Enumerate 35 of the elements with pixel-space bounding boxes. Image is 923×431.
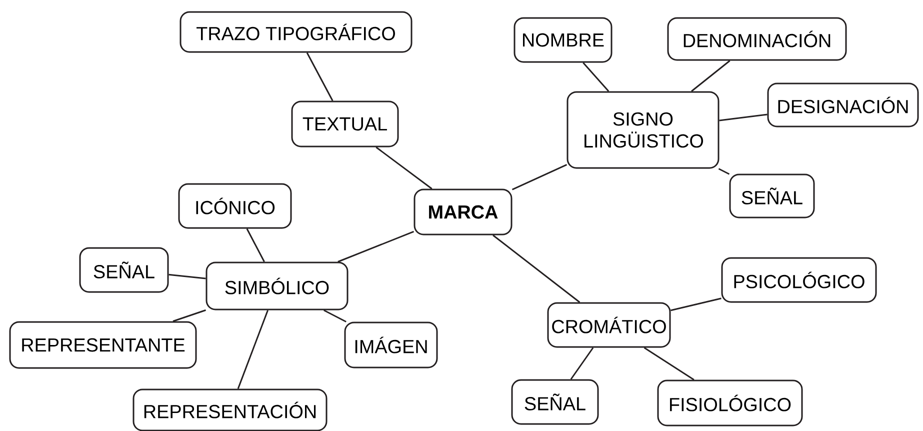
connector-line — [719, 114, 768, 122]
connector-line — [246, 228, 265, 262]
connector-line — [237, 310, 269, 390]
concept-box: DESIGNACIÓN — [767, 82, 919, 128]
concept-box: CROMÁTICO — [547, 302, 671, 348]
connector-line — [492, 234, 580, 303]
connector-line — [582, 62, 610, 92]
connector-line — [324, 310, 346, 322]
connector-line — [376, 146, 432, 190]
concept-box: FISIOLÓGICO — [657, 380, 803, 426]
connector-line — [172, 309, 206, 322]
concept-box: IMÁGEN — [344, 322, 438, 368]
connector-line — [718, 168, 730, 175]
concept-box: SEÑAL — [729, 174, 815, 218]
connector-line — [512, 164, 568, 190]
connector-line — [168, 274, 206, 280]
concept-box: PSICOLÓGICO — [721, 257, 877, 303]
concept-box: SEÑAL — [511, 379, 599, 425]
concept-box: NOMBRE — [514, 17, 612, 63]
connector-line — [338, 230, 414, 262]
connector-line — [691, 60, 730, 92]
concept-box: ICÓNICO — [178, 183, 292, 229]
connector-line — [306, 52, 334, 102]
concept-box: REPRESENTANTE — [9, 321, 197, 369]
concept-box: TRAZO TIPOGRÁFICO — [180, 11, 412, 53]
connector-line — [570, 347, 594, 380]
concept-box: SIMBÓLICO — [206, 262, 348, 310]
concept-box: DENOMINACIÓN — [667, 17, 847, 61]
concept-box: SEÑAL — [79, 247, 169, 293]
connector-line — [670, 298, 722, 312]
concept-box: SIGNO LINGÜISTICO — [566, 91, 720, 169]
concept-box: MARCA — [414, 188, 512, 236]
concept-box: TEXTUAL — [291, 100, 399, 148]
concept-box: REPRESENTACIÓN — [132, 388, 328, 431]
connector-line — [644, 347, 694, 380]
